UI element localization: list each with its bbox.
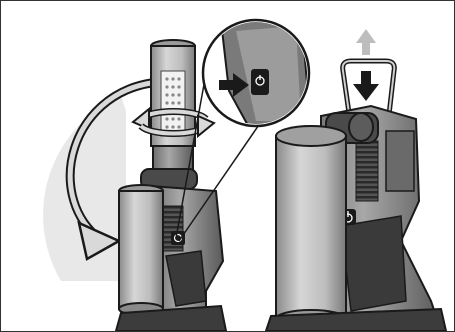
power-button-icon	[251, 69, 269, 95]
lamp-head-vertical	[150, 39, 196, 177]
arrow-down-icon	[353, 71, 379, 101]
lamp-head-folded	[118, 184, 164, 316]
left-view	[43, 39, 228, 331]
right-view	[264, 29, 448, 331]
zoom-callout	[201, 18, 311, 128]
lamp-head-large	[275, 125, 347, 329]
swing-arrowhead	[77, 220, 122, 261]
lamp-body-left	[150, 184, 225, 331]
arrow-up-icon	[356, 29, 376, 55]
base-right	[264, 307, 448, 331]
rotate-arrow-icon	[131, 106, 216, 139]
base-left	[114, 304, 228, 331]
press-arrow-icon	[219, 73, 249, 97]
